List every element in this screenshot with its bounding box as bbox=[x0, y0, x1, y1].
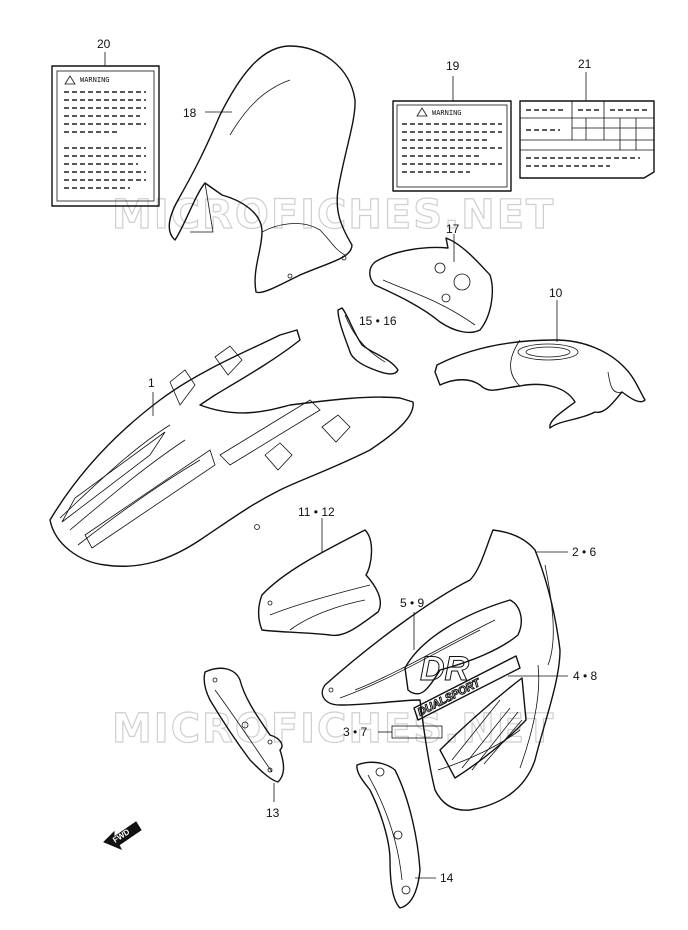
watermark-top: MICROFICHES.NET bbox=[112, 192, 555, 238]
part-19-warning-label: WARNING 19 bbox=[392, 59, 512, 192]
part-14-lower-panel: 14 bbox=[356, 761, 454, 909]
part-3-7-stripe-decal: 3 • 7 bbox=[343, 677, 527, 779]
part-5-9-logo-text: DR bbox=[420, 650, 470, 688]
label-3-7: 3 • 7 bbox=[343, 725, 368, 739]
label-13: 13 bbox=[266, 806, 280, 820]
label-2-6: 2 • 6 bbox=[572, 545, 597, 559]
label-5-9: 5 • 9 bbox=[400, 596, 425, 610]
part-1-rear-fender: 1 bbox=[49, 329, 414, 567]
label-11-12: 11 • 12 bbox=[298, 505, 335, 519]
part-18-windscreen: 18 bbox=[168, 45, 356, 294]
part-15-16-small-bracket: 15 • 16 bbox=[337, 307, 399, 375]
part-10-tank-cover: 10 bbox=[434, 286, 646, 429]
watermark-bottom: MICROFICHES.NET bbox=[112, 706, 555, 752]
label-4-8: 4 • 8 bbox=[573, 669, 598, 683]
part-19-warning-heading: WARNING bbox=[432, 109, 462, 117]
part-21-spec-label: 21 bbox=[519, 57, 655, 179]
part-20-warning-heading: WARNING bbox=[80, 76, 110, 84]
fwd-arrow-icon: FWD bbox=[103, 821, 142, 850]
label-20: 20 bbox=[97, 37, 111, 51]
part-17-bracket: 17 bbox=[369, 222, 493, 334]
label-10: 10 bbox=[549, 286, 563, 300]
label-18: 18 bbox=[183, 106, 197, 120]
part-13-bracket: 13 bbox=[203, 667, 285, 820]
label-21: 21 bbox=[578, 57, 592, 71]
label-14: 14 bbox=[440, 871, 454, 885]
part-11-12-side-panel: 11 • 12 bbox=[257, 505, 382, 637]
label-15-16: 15 • 16 bbox=[359, 314, 397, 328]
label-19: 19 bbox=[446, 59, 460, 73]
part-20-warning-label: WARNING 20 bbox=[51, 37, 160, 207]
label-1: 1 bbox=[148, 376, 155, 390]
part-5-9-dr-decal: DR 5 • 9 bbox=[400, 596, 522, 695]
label-17: 17 bbox=[446, 222, 460, 236]
